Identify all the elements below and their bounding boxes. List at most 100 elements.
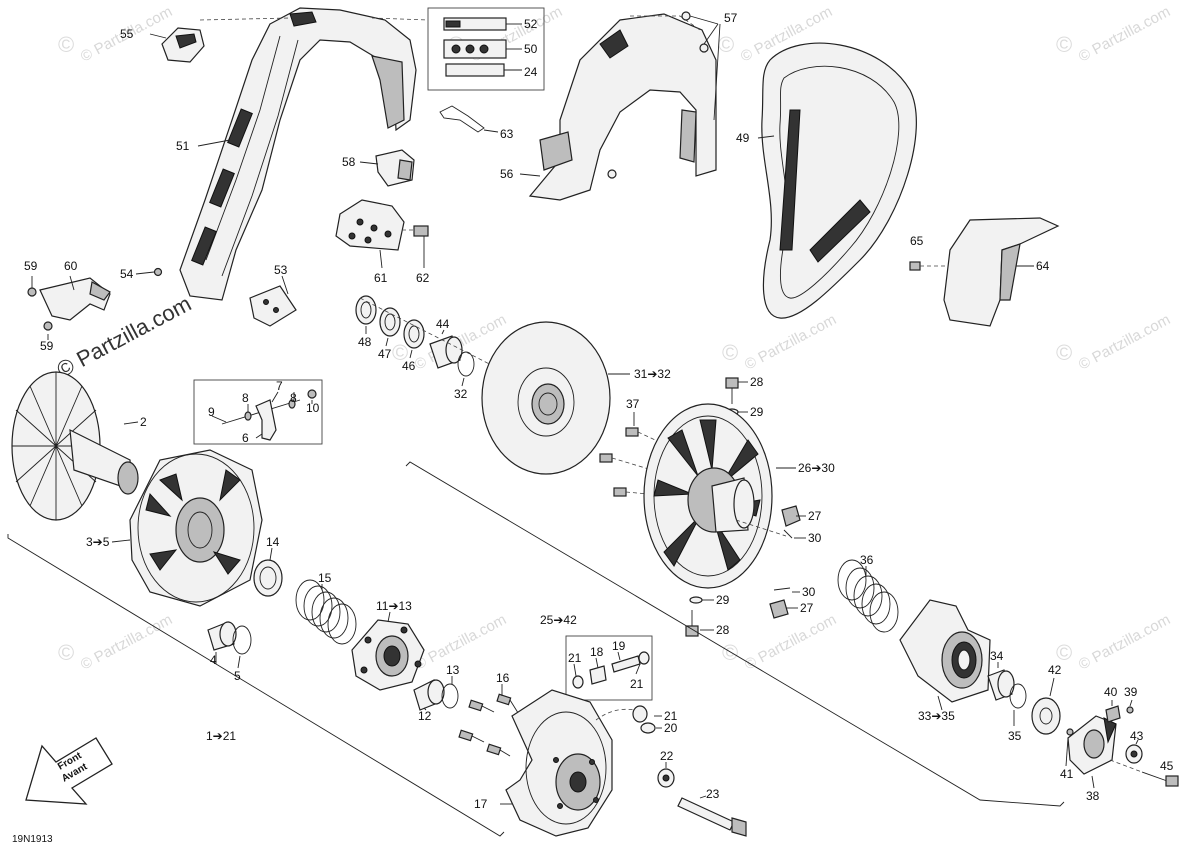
callout-19: 19 [612,639,626,653]
part-16-screws [458,693,521,757]
part-46-washer [403,319,425,349]
part-30-pin [783,529,793,539]
callout-34: 34 [990,649,1004,663]
part-7-weight-kit [221,389,317,441]
part-26-movable-sheave [643,403,773,589]
part-38-cap [1067,715,1117,775]
axis-line [735,519,787,537]
leader-line [197,139,231,147]
callout-21: 21 [630,677,644,691]
watermark-text: © Partzilla.com [742,611,839,673]
leader-line [703,23,719,45]
watermark-text: © Partzilla.com [1076,311,1173,373]
leader-line [699,795,707,799]
part-61-plate [335,199,405,251]
callout-63: 63 [500,127,514,141]
part-6-10-box [193,379,323,445]
callout-15: 15 [318,571,332,585]
part-5-circlip [232,625,252,655]
part-18-21-rollers [572,651,650,689]
axis-line [1109,759,1143,773]
part-14-seal [253,559,283,597]
leader-line [1129,699,1133,707]
callout-20: 20 [664,721,678,735]
callout-51: 51 [176,139,190,153]
leader-line [271,391,279,403]
part-51-belt-guard [179,7,417,301]
part-43-washer [1125,744,1143,764]
part-55-knob [161,27,205,63]
leader-line [409,349,413,359]
callout-10: 10 [306,401,320,415]
callout-46: 46 [402,359,416,373]
callout-49: 49 [736,131,750,145]
leader-line [630,15,701,31]
part-47-washer [379,307,401,337]
callout-25-42: 25➔42 [540,613,577,627]
callout-17: 17 [474,797,488,811]
callout-41: 41 [1060,767,1074,781]
part-48-washer [355,295,377,325]
part-18-21-box [565,635,653,701]
leader-line [689,15,719,25]
part-31-fixed-sheave [481,321,611,475]
part-28-screw [685,610,699,637]
part-49-drive-belt [761,42,917,319]
leader-line [1049,677,1055,697]
part-63-clip [439,105,485,133]
callout-62: 62 [416,271,430,285]
callout-23: 23 [706,787,720,801]
leader-line [595,657,599,669]
bracket-25-42 [405,461,1065,807]
watermark-copyright: © [58,640,74,665]
part-45-bolt [1141,771,1179,787]
callout-27: 27 [808,509,822,523]
part-27-slider [781,505,801,527]
leader-line [211,415,227,423]
part-59-nut [43,321,53,331]
leader-line [617,651,621,661]
part-39-screw [1126,706,1134,714]
callout-30: 30 [802,585,816,599]
callout-39: 39 [1124,685,1138,699]
leader-line [635,663,641,675]
leader-line [1135,739,1139,745]
part-30-pin [773,587,791,591]
callout-37: 37 [626,397,640,411]
part-57-fastener [681,11,691,21]
callout-labels: 55 52 50 24 57 63 51 58 56 49 65 64 59 6… [24,11,1174,811]
leader-line [387,611,391,623]
callout-59: 59 [24,259,38,273]
callout-8: 8 [290,391,297,405]
callout-42: 42 [1048,663,1062,677]
leader-line [519,173,541,177]
part-56-pulley-guard [528,13,717,201]
part-36-spring [837,559,899,633]
callout-64: 64 [1036,259,1050,273]
callout-35: 35 [1008,729,1022,743]
callout-45: 45 [1160,759,1174,773]
part-54-rivet [153,267,163,277]
leader-line [1091,775,1095,789]
part-23-bolt [677,797,747,837]
part-40-clip [1105,705,1121,723]
callout-14: 14 [266,535,280,549]
callout-13: 13 [446,663,460,677]
callout-27: 27 [800,601,814,615]
part-34-bushing [987,669,1015,701]
callout-58: 58 [342,155,356,169]
callout-7: 7 [276,379,283,393]
callout-59: 59 [40,339,54,353]
leader-line [135,271,155,275]
callout-29: 29 [750,405,764,419]
callout-54: 54 [120,267,134,281]
callout-61: 61 [374,271,388,285]
part-32-circlip [457,351,475,377]
bracket-1-21 [7,534,505,837]
part-42-washer [1031,697,1061,735]
leader-line [483,129,499,133]
leader-line [713,23,721,121]
leader-line [237,655,241,669]
part-13-circlip [441,683,459,709]
